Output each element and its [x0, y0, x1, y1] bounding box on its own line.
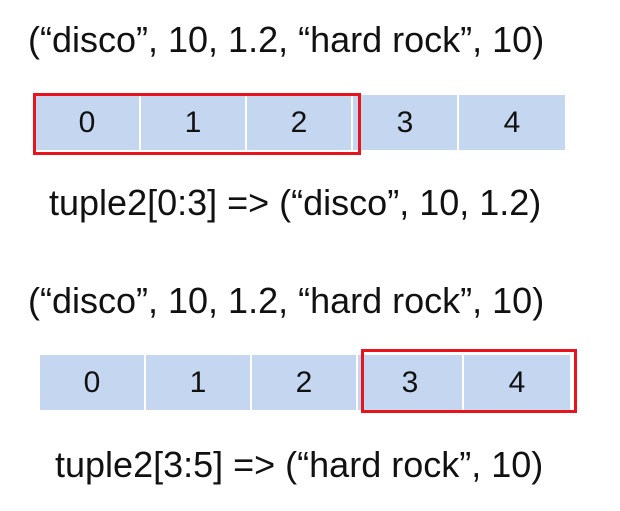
index-cell: 3	[358, 355, 464, 410]
slice-expression: tuple2[0:3] => (“disco”, 10, 1.2)	[49, 182, 542, 223]
index-cell: 1	[146, 355, 252, 410]
index-row: 0 1 2 3 4	[35, 95, 565, 150]
index-cell: 1	[141, 95, 247, 150]
index-cell: 4	[459, 95, 565, 150]
index-cell: 3	[353, 95, 459, 150]
slice-expression: tuple2[3:5] => (“hard rock”, 10)	[55, 444, 544, 485]
index-cell: 0	[40, 355, 146, 410]
slice-highlight-box	[33, 93, 361, 155]
index-row: 0 1 2 3 4	[40, 355, 570, 410]
index-cell: 0	[35, 95, 141, 150]
tuple-text: (“disco”, 10, 1.2, “hard rock”, 10)	[28, 280, 545, 321]
index-cell: 2	[247, 95, 353, 150]
index-cell: 2	[252, 355, 358, 410]
index-cell: 4	[464, 355, 570, 410]
slice-highlight-box	[361, 349, 577, 413]
tuple-text: (“disco”, 10, 1.2, “hard rock”, 10)	[28, 19, 545, 60]
